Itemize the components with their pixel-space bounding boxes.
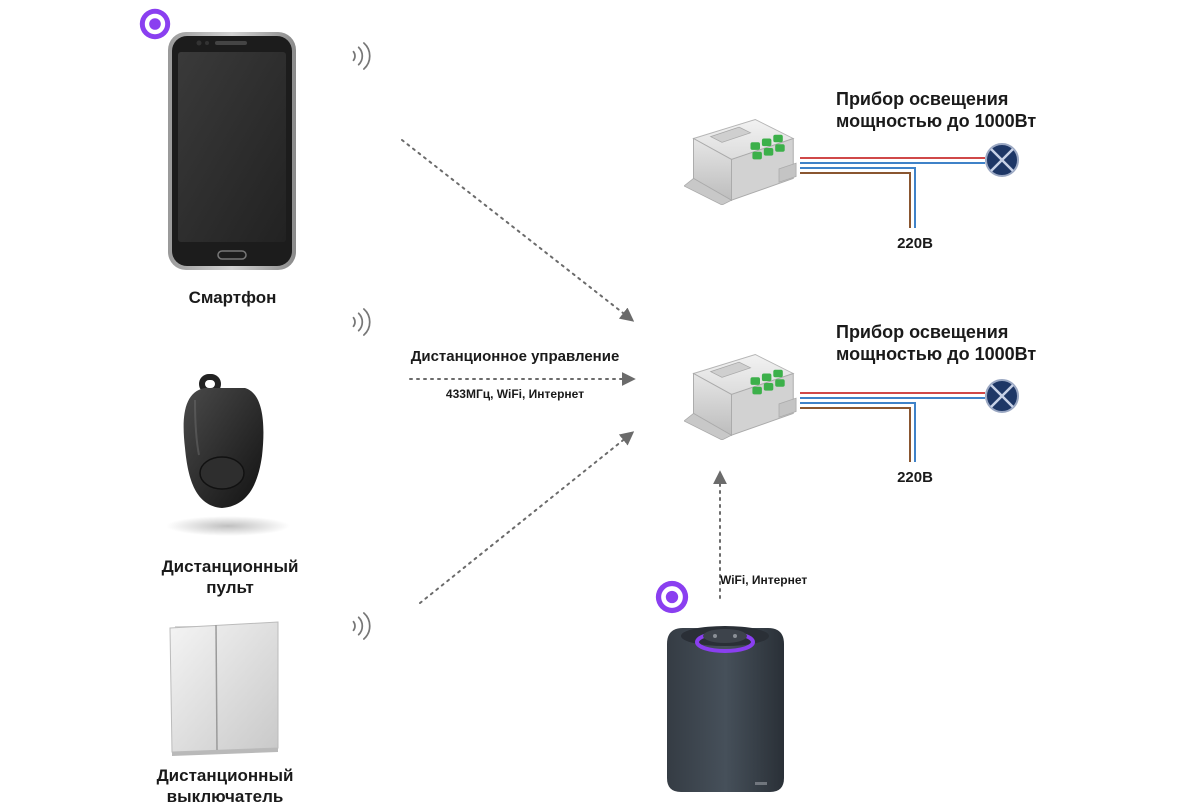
relay-module-image bbox=[684, 119, 797, 205]
alice-assistant-icon bbox=[140, 9, 170, 39]
wiring-bottom bbox=[800, 392, 985, 462]
remote-label: Дистанционный пульт bbox=[130, 556, 330, 599]
smartphone-image bbox=[168, 32, 296, 270]
supply-label-bottom: 220В bbox=[897, 469, 933, 486]
lamp-symbol-icon bbox=[984, 142, 1020, 178]
wifi-signal-icon bbox=[352, 612, 371, 640]
load-label-top-line2: мощностью до 1000Вт bbox=[836, 110, 1037, 131]
arrow-smartphone-to-relay bbox=[401, 139, 635, 322]
remote-label-line2: пульт bbox=[206, 578, 254, 598]
wifi-signal-icon bbox=[352, 308, 371, 336]
load-label-bottom: Прибор освещения мощностью до 1000Вт bbox=[836, 322, 1081, 366]
remote-fob-image bbox=[166, 374, 290, 536]
speaker-link-caption: WiFi, Интернет bbox=[720, 573, 808, 587]
wall-switch-image bbox=[169, 621, 279, 756]
load-label-bottom-line1: Прибор освещения bbox=[836, 322, 1009, 342]
switch-label-line2: выключатель bbox=[166, 787, 284, 807]
switch-label-line1: Дистанционный bbox=[156, 766, 294, 785]
supply-label-top: 220В bbox=[897, 235, 933, 252]
alice-assistant-icon bbox=[656, 581, 688, 613]
switch-label: Дистанционный выключатель bbox=[120, 765, 330, 808]
relay-module-image bbox=[684, 354, 797, 440]
load-label-top-line1: Прибор освещения bbox=[836, 89, 1009, 109]
remote-label-line1: Дистанционный bbox=[161, 557, 299, 576]
protocols-caption: 433МГц, WiFi, Интернет bbox=[445, 387, 585, 401]
smart-speaker-image bbox=[667, 626, 784, 792]
load-label-top: Прибор освещения мощностью до 1000Вт bbox=[836, 89, 1081, 133]
arrow-switch-to-relay bbox=[419, 431, 635, 604]
load-label-bottom-line2: мощностью до 1000Вт bbox=[836, 343, 1037, 364]
smartphone-label: Смартфон bbox=[188, 288, 277, 307]
wifi-signal-icon bbox=[352, 42, 371, 70]
lamp-symbol-icon bbox=[984, 378, 1020, 414]
wiring-top bbox=[800, 157, 985, 228]
remote-control-caption: Дистанционное управление bbox=[410, 348, 620, 365]
